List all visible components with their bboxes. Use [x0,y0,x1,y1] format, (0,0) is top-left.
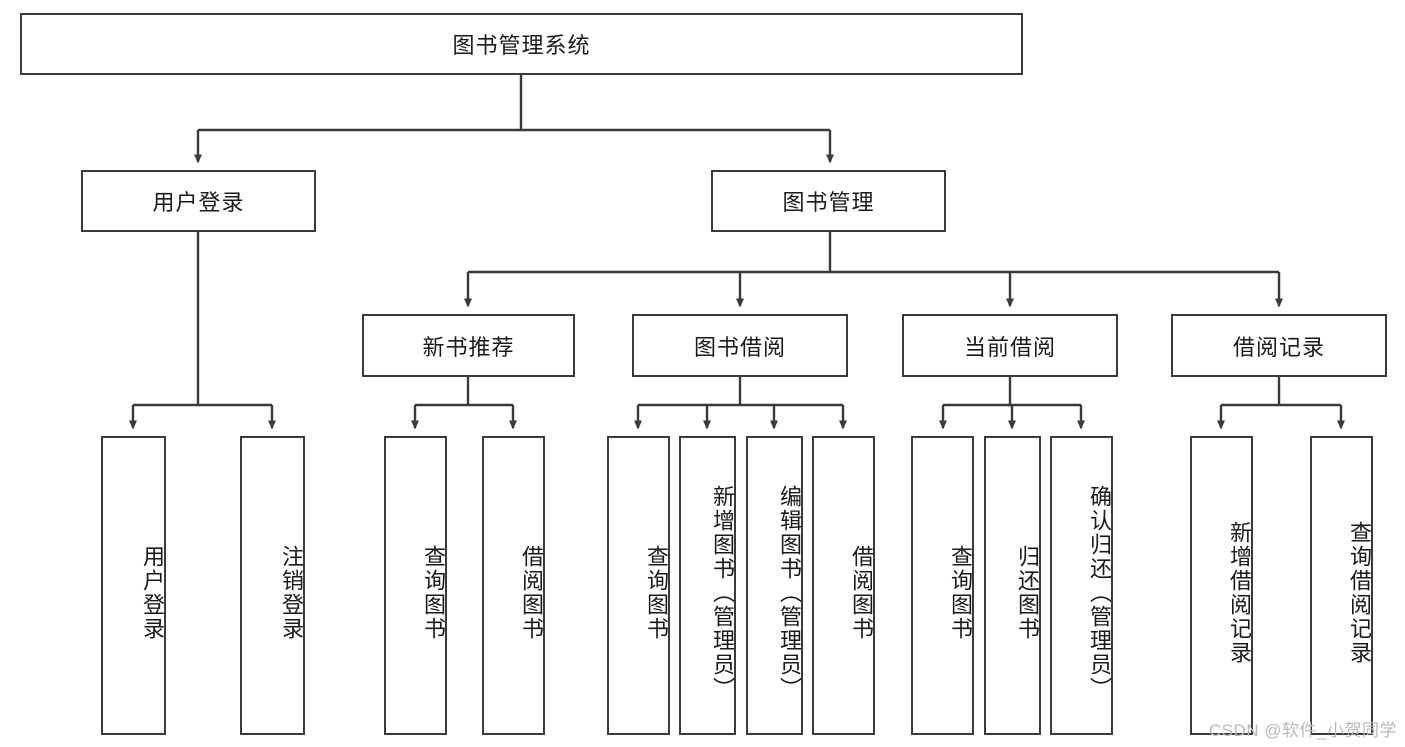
node-leaf-add-record[interactable]: 新增借阅记录 [1190,436,1253,735]
node-borrow-record[interactable]: 借阅记录 [1171,314,1387,377]
node-leaf-add-record-label: 新增借阅记录 [1227,520,1252,665]
node-leaf-edit-book[interactable]: 编辑图书（管理员） [746,436,803,735]
node-leaf-borrow-book-rec-label: 借阅图书 [519,544,544,641]
node-leaf-edit-book-label: 编辑图书（管理员） [777,484,802,701]
node-leaf-confirm-return[interactable]: 确认归还（管理员） [1050,436,1113,735]
node-leaf-query-book-borrow-label: 查询图书 [644,544,669,641]
node-user-login[interactable]: 用户登录 [81,170,316,232]
node-leaf-borrow-book-label: 借阅图书 [849,544,874,641]
node-user-login-label: 用户登录 [152,190,245,215]
node-current-borrow[interactable]: 当前借阅 [902,314,1118,377]
node-book-borrow[interactable]: 图书借阅 [632,314,848,377]
node-book-borrow-label: 图书借阅 [693,334,786,360]
node-leaf-add-book-label: 新增图书（管理员） [710,484,735,701]
node-root-label: 图书管理系统 [452,33,591,58]
node-leaf-query-book-borrow[interactable]: 查询图书 [607,436,670,735]
node-leaf-borrow-book[interactable]: 借阅图书 [812,436,875,735]
node-leaf-query-record-label: 查询借阅记录 [1347,520,1372,665]
node-root[interactable]: 图书管理系统 [20,13,1023,75]
node-leaf-return-book[interactable]: 归还图书 [984,436,1041,735]
node-new-book-rec-label: 新书推荐 [422,334,515,360]
watermark: CSDN @软件_小贺同学 [1208,721,1397,740]
node-new-book-rec[interactable]: 新书推荐 [362,314,575,377]
node-leaf-return-book-label: 归还图书 [1015,544,1040,641]
node-leaf-logout[interactable]: 注销登录 [240,436,305,735]
node-leaf-query-book-rec[interactable]: 查询图书 [384,436,447,735]
node-leaf-borrow-book-rec[interactable]: 借阅图书 [482,436,545,735]
node-book-manage[interactable]: 图书管理 [711,170,946,232]
node-book-manage-label: 图书管理 [782,190,875,215]
node-leaf-confirm-return-label: 确认归还（管理员） [1087,484,1112,701]
node-leaf-query-book-current[interactable]: 查询图书 [911,436,974,735]
node-leaf-user-login-label: 用户登录 [140,544,165,641]
node-leaf-add-book[interactable]: 新增图书（管理员） [679,436,736,735]
node-borrow-record-label: 借阅记录 [1232,334,1325,360]
node-leaf-user-login[interactable]: 用户登录 [101,436,166,735]
node-leaf-logout-label: 注销登录 [279,544,304,641]
node-current-borrow-label: 当前借阅 [963,334,1056,360]
node-leaf-query-record[interactable]: 查询借阅记录 [1310,436,1373,735]
node-leaf-query-book-current-label: 查询图书 [948,544,973,641]
node-leaf-query-book-rec-label: 查询图书 [421,544,446,641]
